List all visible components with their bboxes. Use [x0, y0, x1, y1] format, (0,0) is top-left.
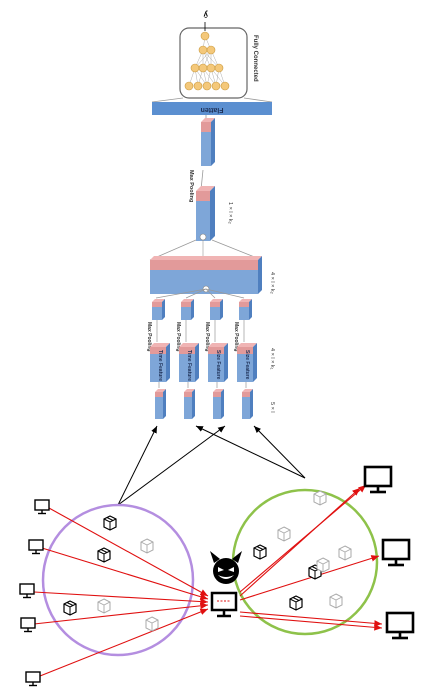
- fully-connected-box: [179, 27, 248, 99]
- feature-extraction-arrows: [117, 425, 306, 506]
- branch-1-pool-label: Max Pooling: [175, 322, 181, 351]
- packet-icon: [103, 515, 117, 531]
- destination-computer-icon-3: [385, 611, 415, 640]
- packet-icon: [253, 544, 267, 560]
- fully-connected-neurons: [184, 31, 230, 91]
- branch-3: Max Pooling Size Feature: [233, 299, 257, 419]
- branch-2-pool-label: Max Pooling: [204, 322, 210, 351]
- output-label: ŷ: [203, 10, 208, 19]
- destination-computer-icon-2: [381, 538, 411, 567]
- packet-icon-faint: [329, 593, 343, 609]
- packet-icon-faint: [313, 490, 327, 506]
- packet-icon: [97, 547, 111, 563]
- dim-merge-label: 4 × l × k₂: [269, 272, 275, 294]
- packet-icon-faint: [145, 616, 159, 632]
- source-computer-icon-2: [28, 539, 44, 555]
- branch-3-pool-label: Max Pooling: [233, 322, 239, 351]
- packet-icon-faint: [140, 538, 154, 554]
- packet-icon-faint: [97, 598, 111, 614]
- top-feature-block: [201, 132, 211, 166]
- incoming-flows: [33, 507, 209, 677]
- packet-icon: [289, 595, 303, 611]
- dim-top-label: 1 × l × k₂: [227, 202, 233, 224]
- destination-computer-icon-1: [363, 465, 393, 494]
- packet-icon-faint: [338, 545, 352, 561]
- branch-0-feature-label: Time Feature: [157, 350, 163, 381]
- conv-k2-block: [196, 201, 210, 241]
- max-pooling-top-label: Max Pooling: [188, 170, 194, 202]
- fully-connected-label: Fully Connected: [252, 35, 258, 82]
- packet-icon-faint: [316, 557, 330, 573]
- branch-2-feature-label: Size Feature: [215, 350, 221, 380]
- source-computer-icon-4: [20, 617, 36, 633]
- flatten-label: Flatten: [201, 106, 224, 113]
- branch-1-feature-label: Time Feature: [186, 350, 192, 381]
- branch-2: Max Pooling Size Feature: [204, 299, 228, 419]
- source-computer-icon-5: [25, 671, 41, 687]
- source-computer-icon-1: [34, 499, 50, 515]
- egress-traffic-circle: [231, 488, 379, 636]
- dim-branch-label: 4 × l × k₁: [269, 348, 275, 370]
- dim-input-label: 5 × l: [269, 402, 275, 413]
- attacker-computer-icon: [210, 591, 238, 618]
- branch-0-pool-label: Max Pooling: [146, 322, 152, 351]
- outgoing-flows: [239, 484, 383, 631]
- branch-0: Max Pooling Time Feature: [146, 299, 170, 419]
- branch-1: Max Pooling Time Feature: [175, 299, 199, 419]
- flatten-layer: [152, 102, 272, 115]
- devil-face-icon: [210, 551, 242, 584]
- source-computer-icon-3: [19, 583, 35, 599]
- packet-icon: [63, 600, 77, 616]
- packet-icon-faint: [277, 526, 291, 542]
- ingress-traffic-circle: [41, 503, 195, 657]
- branch-3-feature-label: Size Feature: [244, 350, 250, 380]
